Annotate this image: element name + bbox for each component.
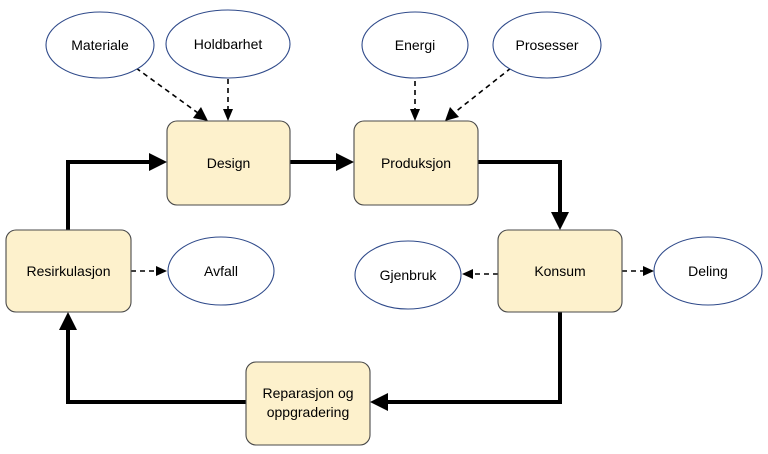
- factor-gjenbruk: Gjenbruk: [354, 240, 462, 310]
- arrow-reparasjon-to-resirkulasjon: [66, 330, 246, 404]
- arrow-prosesser-to-produksjon: [453, 67, 512, 114]
- label-design: Design: [207, 155, 251, 171]
- arrowhead-prosesser-to-produksjon: [445, 107, 459, 121]
- ellipse-energi: [361, 11, 469, 79]
- factor-energi: Energi: [361, 11, 469, 79]
- ellipse-gjenbruk: [354, 240, 462, 310]
- label-konsum: Konsum: [534, 263, 585, 279]
- arrowhead-resirkulasjon-to-avfall: [156, 266, 167, 276]
- cycle-arrows: [59, 153, 569, 411]
- ellipse-holdbarhet: [165, 9, 291, 79]
- arrow-konsum-to-reparasjon: [387, 312, 562, 404]
- label-resirkulasjon: Resirkulasjon: [26, 263, 110, 279]
- factor-materiale: Materiale: [45, 11, 155, 79]
- ellipse-prosesser: [492, 11, 602, 79]
- ellipse-materiale: [45, 11, 155, 79]
- arrowhead-reparasjon-to-resirkulasjon: [59, 312, 77, 330]
- box-konsum: [497, 229, 623, 313]
- label-holdbarhet: Holdbarhet: [194, 36, 263, 52]
- arrowhead-design-to-produksjon: [336, 153, 354, 171]
- node-produksjon: Produksjon: [353, 120, 479, 206]
- label-reparasjon-line2: oppgradering: [267, 404, 350, 420]
- arrowhead-produksjon-to-konsum: [551, 212, 569, 230]
- node-resirkulasjon: Resirkulasjon: [5, 229, 132, 313]
- label-prosesser: Prosesser: [515, 37, 578, 53]
- label-materiale: Materiale: [71, 37, 129, 53]
- arrowhead-materiale-to-design: [193, 107, 208, 121]
- label-energi: Energi: [395, 37, 435, 53]
- factor-deling: Deling: [653, 236, 763, 306]
- box-produksjon: [353, 120, 479, 206]
- factor-avfall: Avfall: [167, 236, 275, 306]
- label-reparasjon-line1: Reparasjon og: [262, 385, 353, 401]
- arrowhead-konsum-to-reparasjon: [370, 393, 388, 411]
- label-produksjon: Produksjon: [381, 155, 451, 171]
- label-avfall: Avfall: [204, 263, 238, 279]
- arrow-materiale-to-design: [135, 67, 199, 114]
- ellipse-deling: [653, 236, 763, 306]
- box-resirkulasjon: [5, 229, 132, 313]
- node-design: Design: [166, 120, 291, 206]
- arrowhead-resirkulasjon-to-design: [149, 153, 167, 171]
- label-gjenbruk: Gjenbruk: [380, 267, 438, 283]
- arrowhead-energi-to-produksjon: [410, 109, 420, 121]
- node-konsum: Konsum: [497, 229, 623, 313]
- arrow-resirkulasjon-to-design: [66, 160, 150, 230]
- arrow-produksjon-to-konsum: [478, 160, 562, 214]
- arrowhead-holdbarhet-to-design: [223, 109, 233, 121]
- factor-holdbarhet: Holdbarhet: [165, 9, 291, 79]
- box-design: [166, 120, 291, 206]
- arrowhead-konsum-to-deling: [643, 266, 654, 276]
- node-reparasjon: Reparasjon og oppgradering: [245, 361, 371, 446]
- factor-prosesser: Prosesser: [492, 11, 602, 79]
- label-deling: Deling: [688, 263, 728, 279]
- box-reparasjon: [245, 361, 371, 446]
- influence-arrows: [131, 67, 654, 279]
- arrowhead-konsum-to-gjenbruk: [462, 269, 473, 279]
- ellipse-avfall: [167, 236, 275, 306]
